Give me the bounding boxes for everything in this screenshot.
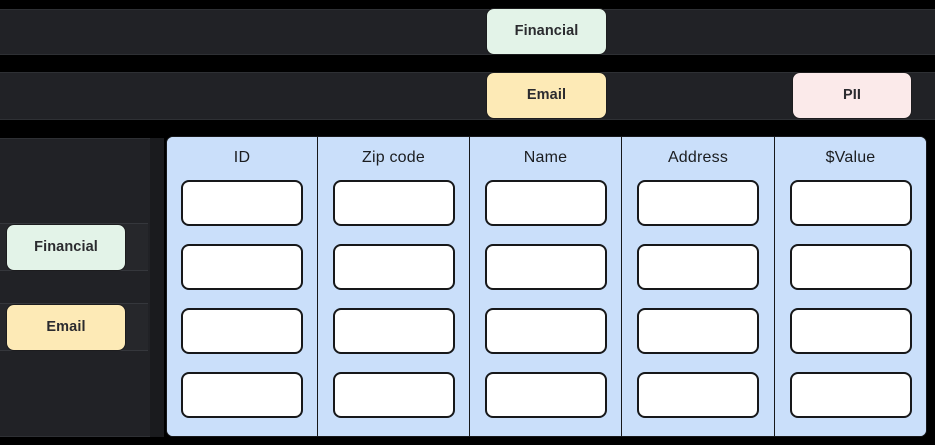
table-cell[interactable] (181, 371, 303, 418)
sidebar-item-email[interactable]: Email (6, 304, 126, 351)
tag-chip-email-top[interactable]: Email (486, 72, 607, 119)
table-cell[interactable] (332, 307, 455, 354)
table-cell[interactable] (484, 371, 607, 418)
table-cell[interactable] (789, 371, 912, 418)
table-cell[interactable] (637, 179, 759, 226)
column-header-name: Name (523, 149, 568, 167)
table-column-value: $Value (775, 137, 926, 436)
table-cell[interactable] (637, 307, 759, 354)
table-cell[interactable] (332, 371, 455, 418)
table-cell[interactable] (332, 179, 455, 226)
sidebar-panel (0, 138, 150, 437)
tag-band-email-pii (0, 72, 935, 120)
table-cell[interactable] (484, 179, 607, 226)
table-column-zip-code: Zip code (318, 137, 470, 436)
table-cell[interactable] (484, 243, 607, 290)
table-cell[interactable] (789, 243, 912, 290)
column-header-zip-code: Zip code (362, 149, 425, 167)
column-header-address: Address (667, 149, 729, 167)
table-cell[interactable] (637, 371, 759, 418)
tag-chip-pii-top[interactable]: PII (792, 72, 912, 119)
table-cell[interactable] (181, 179, 303, 226)
table-column-id: ID (167, 137, 318, 436)
tag-band-financial (0, 9, 935, 55)
table-cell[interactable] (332, 243, 455, 290)
table-cell[interactable] (181, 307, 303, 354)
column-header-id: ID (233, 149, 251, 167)
table-cell[interactable] (484, 307, 607, 354)
table-cell[interactable] (789, 307, 912, 354)
sidebar-item-financial[interactable]: Financial (6, 224, 126, 271)
table-cell[interactable] (181, 243, 303, 290)
table-column-name: Name (470, 137, 622, 436)
table-column-address: Address (622, 137, 775, 436)
tag-chip-financial-top[interactable]: Financial (486, 8, 607, 55)
table-cell[interactable] (637, 243, 759, 290)
table-cell[interactable] (789, 179, 912, 226)
column-header-value: $Value (825, 149, 876, 167)
data-table: ID Zip code Name Address $Value (166, 136, 927, 437)
sidebar-rail (150, 138, 164, 437)
